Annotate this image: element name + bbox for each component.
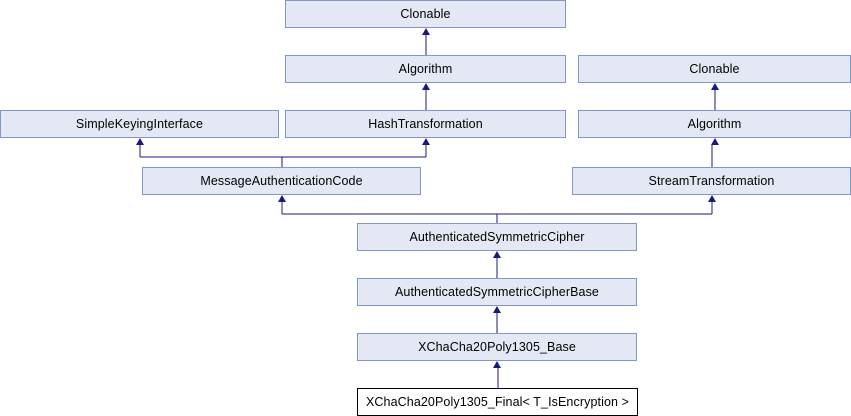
- class-node-clonable-right[interactable]: Clonable: [578, 55, 851, 83]
- class-node-label: MessageAuthenticationCode: [200, 174, 363, 188]
- class-node-label: XChaCha20Poly1305_Base: [418, 340, 576, 354]
- class-node-label: AuthenticatedSymmetricCipherBase: [395, 285, 599, 299]
- class-node-label: AuthenticatedSymmetricCipher: [409, 230, 585, 244]
- class-node-clonable-top[interactable]: Clonable: [285, 0, 566, 28]
- class-node-label: Algorithm: [398, 62, 453, 76]
- class-node-hash-transformation[interactable]: HashTransformation: [285, 110, 566, 138]
- class-node-label: Clonable: [400, 7, 451, 21]
- class-node-xchacha20poly1305-final[interactable]: XChaCha20Poly1305_Final< T_IsEncryption …: [357, 388, 638, 416]
- class-node-algorithm-mid[interactable]: Algorithm: [285, 55, 566, 83]
- class-node-label: Algorithm: [687, 117, 742, 131]
- class-node-simple-keying-interface[interactable]: SimpleKeyingInterface: [0, 110, 279, 138]
- class-node-label: Clonable: [689, 62, 740, 76]
- class-node-authenticated-symmetric-cipher[interactable]: AuthenticatedSymmetricCipher: [357, 223, 637, 251]
- class-node-authenticated-symmetric-cipher-base[interactable]: AuthenticatedSymmetricCipherBase: [357, 278, 637, 306]
- class-node-label: StreamTransformation: [648, 174, 775, 188]
- class-node-label: SimpleKeyingInterface: [75, 117, 204, 131]
- class-node-label: XChaCha20Poly1305_Final< T_IsEncryption …: [365, 395, 630, 409]
- class-node-message-authentication-code[interactable]: MessageAuthenticationCode: [142, 167, 421, 195]
- class-node-xchacha20poly1305-base[interactable]: XChaCha20Poly1305_Base: [357, 333, 637, 361]
- class-node-stream-transformation[interactable]: StreamTransformation: [572, 167, 851, 195]
- class-node-algorithm-right[interactable]: Algorithm: [578, 110, 851, 138]
- class-node-label: HashTransformation: [368, 117, 483, 131]
